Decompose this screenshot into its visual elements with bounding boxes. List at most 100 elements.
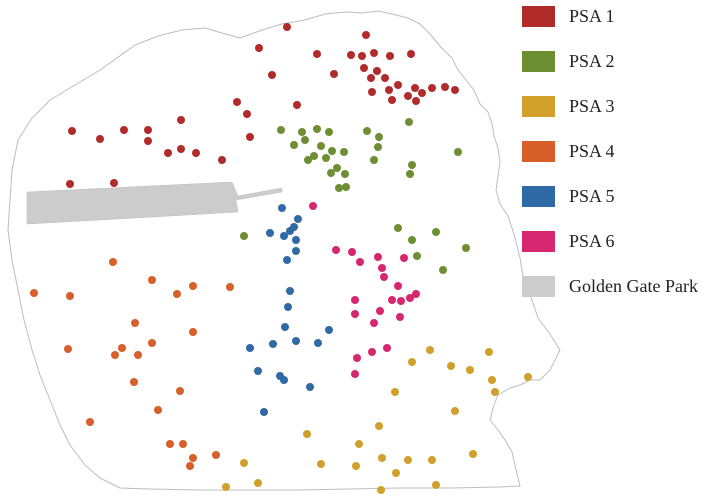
legend-item-psa-5: PSA 5	[522, 185, 721, 207]
legend: PSA 1 PSA 2 PSA 3 PSA 4 PSA 5 PSA 6 Gold…	[522, 5, 721, 320]
marker-psa-1	[381, 74, 389, 82]
marker-psa-1	[418, 89, 426, 97]
legend-label-golden-gate-park: Golden Gate Park	[569, 275, 698, 296]
marker-psa-6	[353, 354, 361, 362]
marker-psa-1	[177, 145, 185, 153]
marker-psa-2	[341, 170, 349, 178]
legend-swatch-psa-6	[522, 230, 555, 252]
legend-label-psa-1: PSA 1	[569, 5, 615, 26]
marker-psa-1	[243, 110, 251, 118]
legend-swatch-psa-4	[522, 140, 555, 162]
marker-psa-1	[218, 156, 226, 164]
marker-psa-3	[317, 460, 325, 468]
marker-psa-4	[109, 258, 117, 266]
marker-psa-1	[373, 67, 381, 75]
marker-psa-2	[405, 118, 413, 126]
marker-psa-6	[380, 273, 388, 281]
marker-psa-6	[378, 264, 386, 272]
marker-psa-6	[309, 202, 317, 210]
marker-psa-1	[347, 51, 355, 59]
marker-psa-2	[328, 147, 336, 155]
marker-psa-5	[278, 204, 286, 212]
marker-psa-4	[173, 290, 181, 298]
marker-psa-3	[222, 483, 230, 491]
marker-psa-5	[280, 376, 288, 384]
marker-psa-6	[370, 319, 378, 327]
marker-psa-3	[451, 407, 459, 415]
marker-psa-6	[348, 248, 356, 256]
marker-psa-2	[313, 125, 321, 133]
marker-psa-1	[368, 88, 376, 96]
marker-psa-5	[254, 367, 262, 375]
marker-psa-1	[120, 126, 128, 134]
marker-psa-6	[412, 290, 420, 298]
marker-psa-1	[386, 52, 394, 60]
marker-psa-3	[485, 348, 493, 356]
marker-psa-2	[462, 244, 470, 252]
marker-psa-4	[148, 339, 156, 347]
marker-psa-1	[144, 126, 152, 134]
marker-psa-4	[179, 440, 187, 448]
marker-psa-3	[352, 462, 360, 470]
marker-psa-6	[351, 370, 359, 378]
marker-psa-3	[488, 376, 496, 384]
marker-psa-3	[469, 450, 477, 458]
marker-psa-1	[283, 23, 291, 31]
marker-psa-5	[260, 408, 268, 416]
marker-psa-4	[189, 454, 197, 462]
marker-psa-6	[374, 253, 382, 261]
legend-item-psa-2: PSA 2	[522, 50, 721, 72]
legend-swatch-psa-3	[522, 95, 555, 117]
marker-psa-3	[355, 440, 363, 448]
marker-psa-2	[439, 266, 447, 274]
legend-item-psa-4: PSA 4	[522, 140, 721, 162]
marker-psa-3	[391, 388, 399, 396]
marker-psa-2	[301, 136, 309, 144]
legend-label-psa-5: PSA 5	[569, 185, 615, 206]
marker-psa-2	[335, 184, 343, 192]
marker-psa-1	[177, 116, 185, 124]
legend-label-psa-3: PSA 3	[569, 95, 615, 116]
marker-psa-3	[466, 366, 474, 374]
marker-psa-3	[432, 481, 440, 489]
marker-psa-2	[277, 126, 285, 134]
marker-psa-5	[292, 247, 300, 255]
marker-psa-3	[447, 362, 455, 370]
marker-psa-3	[408, 358, 416, 366]
marker-psa-3	[375, 422, 383, 430]
marker-psa-2	[333, 164, 341, 172]
marker-psa-6	[376, 307, 384, 315]
legend-label-psa-2: PSA 2	[569, 50, 615, 71]
marker-psa-1	[407, 50, 415, 58]
marker-psa-1	[255, 44, 263, 52]
marker-psa-3	[426, 346, 434, 354]
marker-psa-2	[342, 183, 350, 191]
marker-psa-2	[304, 156, 312, 164]
marker-psa-4	[186, 462, 194, 470]
marker-psa-6	[394, 282, 402, 290]
marker-psa-1	[233, 98, 241, 106]
marker-psa-1	[385, 86, 393, 94]
marker-psa-5	[286, 287, 294, 295]
marker-psa-3	[378, 454, 386, 462]
marker-psa-2	[290, 141, 298, 149]
marker-psa-1	[360, 64, 368, 72]
marker-psa-2	[408, 161, 416, 169]
marker-psa-5	[292, 337, 300, 345]
marker-psa-5	[325, 326, 333, 334]
marker-psa-5	[284, 303, 292, 311]
marker-psa-2	[340, 148, 348, 156]
marker-psa-3	[254, 479, 262, 487]
marker-psa-1	[441, 83, 449, 91]
marker-psa-1	[268, 71, 276, 79]
marker-psa-6	[388, 296, 396, 304]
marker-psa-1	[192, 149, 200, 157]
marker-psa-1	[428, 84, 436, 92]
marker-psa-3	[428, 456, 436, 464]
legend-item-psa-3: PSA 3	[522, 95, 721, 117]
legend-swatch-psa-2	[522, 50, 555, 72]
marker-psa-6	[383, 344, 391, 352]
marker-psa-5	[283, 256, 291, 264]
marker-psa-3	[377, 486, 385, 494]
marker-psa-1	[362, 31, 370, 39]
